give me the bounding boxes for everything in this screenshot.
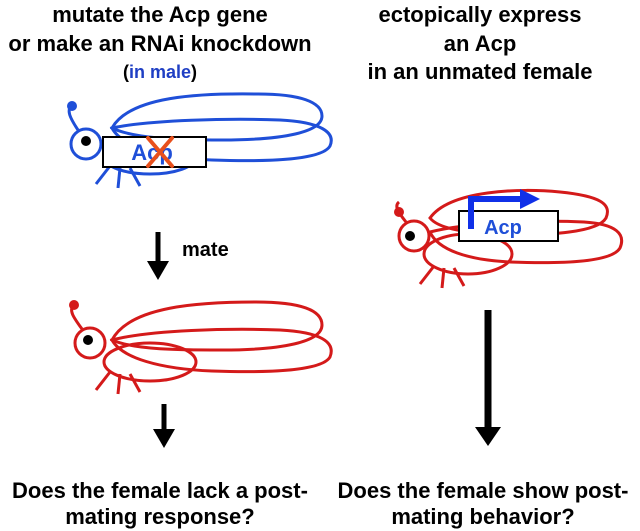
left-question-line1: Does the female lack a post- (12, 478, 308, 503)
promoter-arrow-icon (468, 189, 540, 229)
right-question-line1: Does the female show post- (337, 478, 629, 503)
right-title-line1: ectopically express (378, 2, 582, 27)
male-eye-icon (81, 136, 91, 146)
right-title-line2: an Acp (443, 31, 517, 56)
left-title-line2: or make an RNAi knockdown (8, 31, 312, 56)
left-subtitle-open: ( (122, 62, 129, 82)
ectopic-gene-label: Acp (484, 217, 522, 239)
right-question-line2: mating behavior? (391, 504, 575, 529)
mate-label: mate (182, 239, 229, 261)
left-subtitle-close: ) (191, 62, 198, 82)
knockout-cross-icon (146, 136, 174, 168)
right-title-line3: in an unmated female (367, 59, 593, 84)
male-antenna-knob-icon (67, 101, 77, 111)
mate-arrow-icon (147, 232, 169, 280)
ectopic-gene-box (458, 210, 559, 242)
left-question-line2: mating response? (65, 504, 255, 529)
mated-female-fly-icon (70, 300, 333, 395)
unmated-female-eye-icon (405, 231, 415, 241)
male-gene-box (102, 136, 207, 168)
mated-female-antenna-knob-icon (69, 300, 79, 310)
mated-female-eye-icon (83, 335, 93, 345)
left-title-line1: mutate the Acp gene (52, 2, 268, 27)
right-result-arrow-icon (475, 310, 501, 446)
unmated-female-antenna-knob-icon (394, 207, 404, 217)
left-subtitle: (in male) (0, 59, 320, 85)
left-result-arrow-icon (153, 404, 175, 448)
left-subtitle-highlight: in male (128, 62, 192, 82)
